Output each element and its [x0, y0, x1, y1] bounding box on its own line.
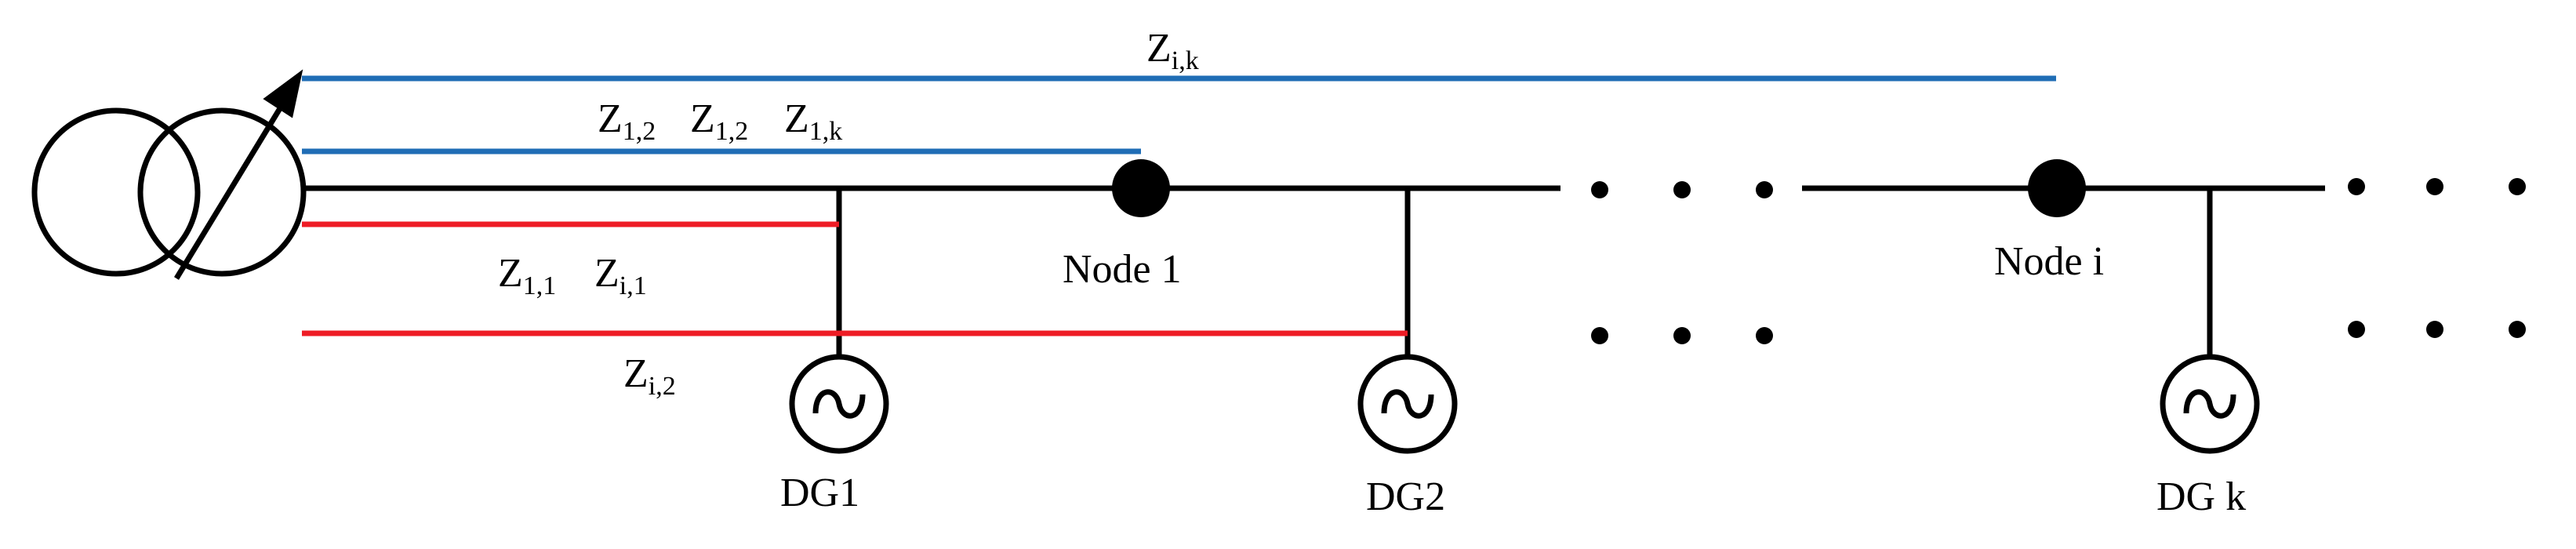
label-z-1k: Z1,k	[784, 96, 842, 146]
label-z-i2: Zi,2	[623, 351, 676, 401]
dg-feeder-lines	[836, 188, 2213, 358]
label-z-i1: Zi,1	[594, 251, 647, 300]
label-dgk: DG k	[2156, 474, 2246, 519]
ac-generator-icon	[1357, 354, 1458, 454]
ac-generator-icon	[2160, 354, 2260, 454]
label-node-1: Node 1	[1063, 247, 1182, 292]
label-z-12-second: Z1,2	[690, 96, 748, 146]
label-z-12-first: Z1,2	[598, 96, 656, 146]
label-node-i: Node i	[1994, 239, 2104, 284]
label-dg2: DG2	[1366, 474, 1445, 519]
variable-transformer-icon	[31, 69, 307, 280]
label-dg1: DG1	[780, 471, 859, 515]
continuation-dots	[1591, 178, 2526, 344]
node-i-dot	[2028, 159, 2086, 217]
ac-generator-icon	[789, 354, 889, 454]
label-z-ik: Zi,k	[1146, 26, 1199, 75]
label-z-11: Z1,1	[498, 251, 556, 300]
node-1-dot	[1112, 159, 1170, 217]
